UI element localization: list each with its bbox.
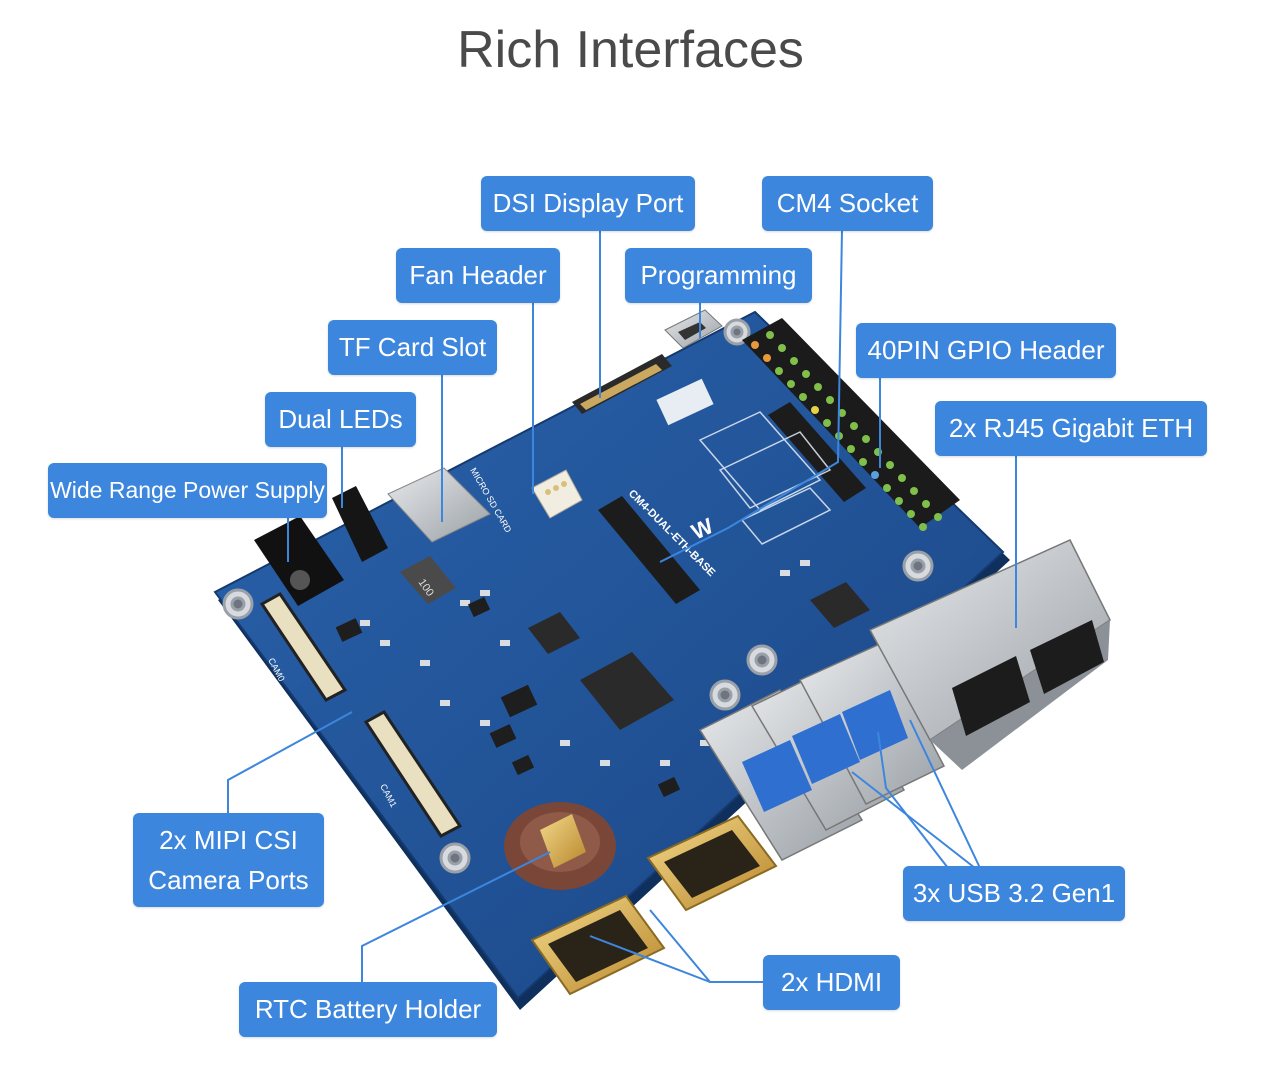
label-rtc-battery-holder: RTC Battery Holder [239, 982, 497, 1037]
label-mipi-csi-camera-ports: 2x MIPI CSI Camera Ports [133, 813, 324, 907]
csi-connectors [259, 592, 463, 838]
gpio-pins [751, 331, 942, 531]
label-dsi-display-port: DSI Display Port [481, 176, 695, 231]
label-dual-leds: Dual LEDs [265, 392, 416, 447]
rtc-holder [504, 802, 616, 890]
dsi-connector [572, 354, 672, 414]
chip-2 [810, 582, 870, 628]
label-fan-header: Fan Header [396, 248, 560, 303]
silkscreen-grid [698, 411, 832, 545]
main-chip [580, 652, 674, 730]
dual-leds [332, 486, 388, 562]
label-rj45-gigabit-eth: 2x RJ45 Gigabit ETH [935, 401, 1207, 456]
tf-card-slot [387, 467, 491, 543]
board-label-area [656, 378, 714, 426]
passive-components [360, 560, 810, 766]
page-title: Rich Interfaces [457, 21, 804, 79]
leader-lines [227, 229, 1017, 984]
label-cm4-socket: CM4 Socket [762, 176, 933, 231]
rj45-ports [868, 539, 1111, 770]
mounting-holes [222, 318, 934, 874]
power-jack [254, 516, 344, 606]
gpio-header [742, 318, 960, 528]
label-programming: Programming [625, 248, 812, 303]
usb-ports [698, 643, 946, 861]
hdmi-ports [530, 814, 778, 996]
inductor [400, 556, 456, 604]
label-hdmi: 2x HDMI [763, 955, 900, 1010]
label-csi-line1: 2x MIPI CSI [159, 824, 298, 855]
cm4-socket [598, 402, 866, 604]
chip-3 [528, 612, 580, 654]
label-csi-line2: Camera Ports [148, 865, 309, 895]
label-tf-card-slot: TF Card Slot [328, 320, 497, 375]
black-components [335, 596, 681, 798]
label-wide-range-power-supply: Wide Range Power Supply [48, 463, 327, 518]
label-40pin-gpio-header: 40PIN GPIO Header [856, 323, 1116, 378]
label-usb-3-2-gen1: 3x USB 3.2 Gen1 [903, 866, 1125, 921]
fan-header [531, 469, 583, 519]
